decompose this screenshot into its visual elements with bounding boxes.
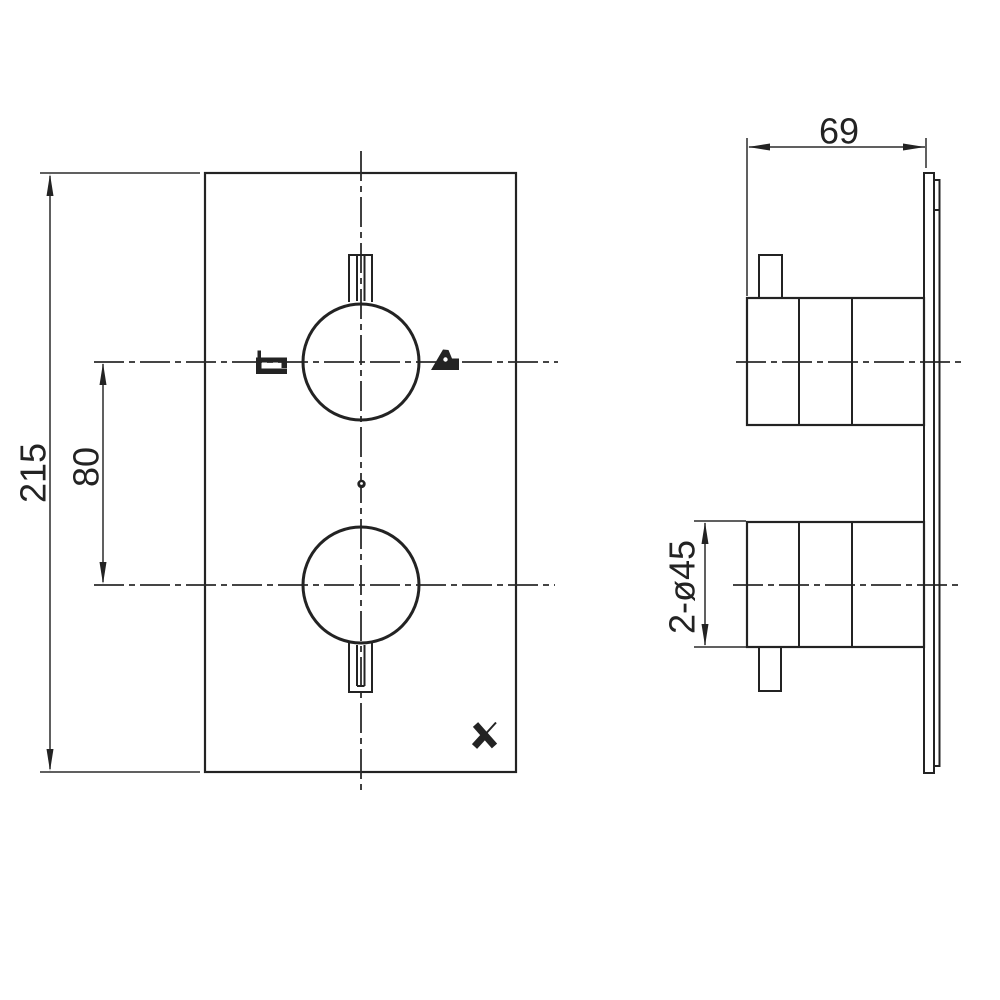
dim-handle-diameter: 2-ø45 [662, 520, 746, 648]
spout-icon [256, 350, 287, 374]
side-view [733, 172, 966, 774]
screw-dot [357, 479, 366, 489]
wall-plate-edge [923, 172, 941, 774]
dim-label-handle-diameter: 2-ø45 [662, 540, 703, 634]
upper-valve-body [745, 254, 926, 427]
lower-handle-stem [348, 641, 373, 693]
dim-handle-spacing: 80 [66, 363, 107, 584]
lower-valve-body [745, 520, 926, 692]
upper-knob [301, 302, 421, 422]
dim-plate-height: 215 [13, 172, 200, 773]
lower-knob [301, 525, 421, 645]
front-view [94, 151, 558, 792]
lever-icon [431, 349, 459, 370]
dim-label-valve-depth: 69 [819, 111, 859, 152]
upper-stem-side [758, 254, 783, 299]
lower-stem-side [758, 646, 782, 692]
dim-label-handle-spacing: 80 [66, 447, 107, 487]
brand-x-logo [471, 721, 498, 749]
dim-valve-depth: 69 [746, 111, 927, 296]
upper-handle-stem [348, 254, 373, 302]
dim-label-plate-height: 215 [13, 443, 54, 503]
